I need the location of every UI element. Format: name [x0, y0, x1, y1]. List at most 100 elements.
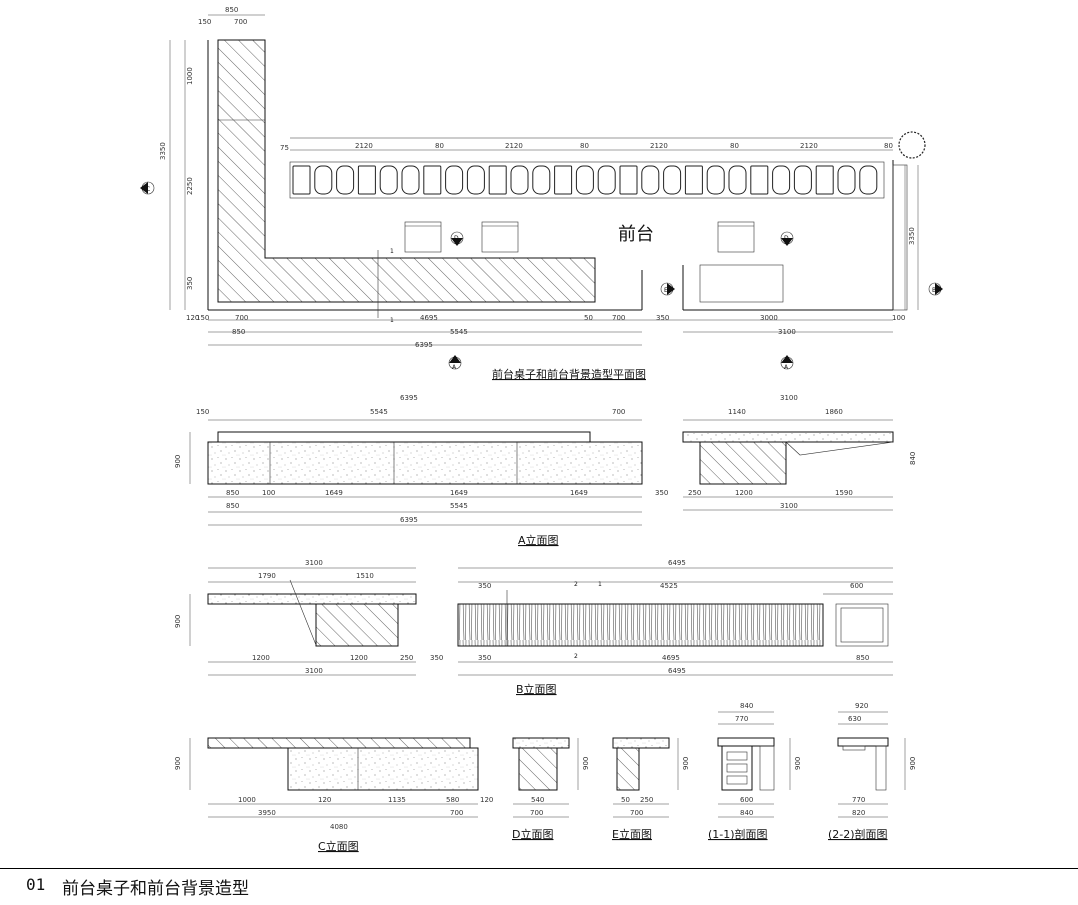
dim-text: 2120	[505, 142, 523, 150]
chair	[481, 221, 519, 253]
ornament-panel	[466, 165, 485, 195]
dim-text: 580	[446, 796, 459, 804]
ornament-panel	[663, 165, 682, 195]
ornament-panel	[488, 165, 507, 195]
dim-text: 900	[582, 757, 590, 770]
elevation-b-title: B立面图	[516, 682, 557, 696]
dim-text: 4695	[420, 314, 438, 322]
dim-text: 150	[196, 408, 209, 416]
ornament-panel	[750, 165, 769, 195]
elev-marker-e: E	[660, 282, 675, 296]
elevation-e: 50 250 700 900 E立面图	[612, 737, 690, 841]
ornament-panel	[641, 165, 660, 195]
elevation-a-title: A立面图	[518, 533, 559, 547]
dim-text: 2250	[186, 177, 194, 195]
dim-text: 1140	[728, 408, 746, 416]
dim-text: 820	[852, 809, 865, 817]
elevation-c: 1000 120 1135 580 120 3950 700 4080 900 …	[174, 737, 493, 853]
dim-text: 5545	[370, 408, 388, 416]
ornament-row	[292, 165, 878, 195]
dim-text: 770	[852, 796, 865, 804]
ornament-panel	[314, 165, 333, 195]
cut-marker: 2	[574, 581, 578, 588]
sheet-number: 01	[26, 875, 46, 894]
svg-text:E: E	[664, 287, 668, 294]
dim-text: 350	[656, 314, 669, 322]
plan-title: 前台桌子和前台背景造型平面图	[492, 367, 646, 381]
dim-text: 3000	[760, 314, 778, 322]
dim-text: 80	[435, 142, 444, 150]
elev-marker-a2: A	[780, 355, 794, 371]
dim-text: 840	[909, 452, 917, 465]
dim-text: 120	[318, 796, 331, 804]
elevation-d-title: D立面图	[512, 827, 553, 841]
elev-marker-c: C	[140, 181, 155, 195]
dim-text: 6395	[415, 341, 433, 349]
dim-text: 1135	[388, 796, 406, 804]
elev-marker-b: B	[928, 282, 943, 296]
dim-text: 350	[186, 277, 194, 290]
dim-text: 900	[909, 757, 917, 770]
cut-marker: 2	[574, 653, 578, 660]
dim-text: 920	[855, 702, 868, 710]
svg-text:D: D	[454, 235, 459, 242]
dim-text: 50	[621, 796, 630, 804]
dim-text: 250	[688, 489, 701, 497]
dim-text: 50	[584, 314, 593, 322]
cut-marker: 1	[390, 248, 394, 255]
dim-text: 6395	[400, 516, 418, 524]
dim-text: 250	[400, 654, 413, 662]
dim-text: 1860	[825, 408, 843, 416]
chair	[717, 221, 755, 253]
elevation-a-side: 3100 1140 1860 250 1200 1590 3100 840	[682, 394, 917, 511]
ornament-panel	[859, 165, 878, 195]
ornament-panel	[793, 165, 812, 195]
dim-text: 80	[580, 142, 589, 150]
svg-text:B: B	[932, 287, 936, 294]
section-1-title: (1-1)剖面图	[708, 827, 768, 841]
svg-text:A: A	[452, 364, 457, 371]
svg-text:D: D	[784, 235, 789, 242]
dim-text: 350	[430, 654, 443, 662]
ornament-panel	[379, 165, 398, 195]
dim-text: 3100	[305, 667, 323, 675]
ornament-panel	[292, 165, 311, 195]
ornament-panel	[401, 165, 420, 195]
ornament-panel	[815, 165, 834, 195]
ornament-panel	[336, 165, 355, 195]
ornament-panel	[445, 165, 464, 195]
dim-text: 1649	[570, 489, 588, 497]
dim-text: 3100	[305, 559, 323, 567]
elev-marker-d2: D	[780, 231, 794, 246]
dim-text: 1200	[735, 489, 753, 497]
dim-text: 1200	[350, 654, 368, 662]
dim-text: 600	[740, 796, 753, 804]
dim-text: 900	[174, 455, 182, 468]
dim-text: 5545	[450, 502, 468, 510]
dim-text: 1000	[186, 67, 194, 85]
dim-text: 150	[196, 314, 209, 322]
dim-text: 3350	[908, 227, 916, 245]
dim-text: 540	[531, 796, 544, 804]
dim-text: 4525	[660, 582, 678, 590]
dim-text: 80	[884, 142, 893, 150]
dim-text: 700	[612, 408, 625, 416]
dim-text: 3100	[780, 502, 798, 510]
dim-text: 700	[450, 809, 463, 817]
dim-text: 1790	[258, 572, 276, 580]
dim-text: 700	[234, 18, 247, 26]
dim-text: 700	[235, 314, 248, 322]
dim-text: 6395	[400, 394, 418, 402]
dim-text: 1000	[238, 796, 256, 804]
sheet-title: 前台桌子和前台背景造型	[62, 879, 249, 899]
ornament-panel	[706, 165, 725, 195]
dim-text: 850	[232, 328, 245, 336]
section-2-title: (2-2)剖面图	[828, 827, 888, 841]
dim-text: 1200	[252, 654, 270, 662]
dim-text: 350	[655, 489, 668, 497]
dim-text: 1649	[450, 489, 468, 497]
plant-icon	[898, 131, 926, 159]
elevation-b-side: 3100 1790 1510 1200 1200 250 3100 900	[174, 559, 417, 676]
dim-text: 1590	[835, 489, 853, 497]
